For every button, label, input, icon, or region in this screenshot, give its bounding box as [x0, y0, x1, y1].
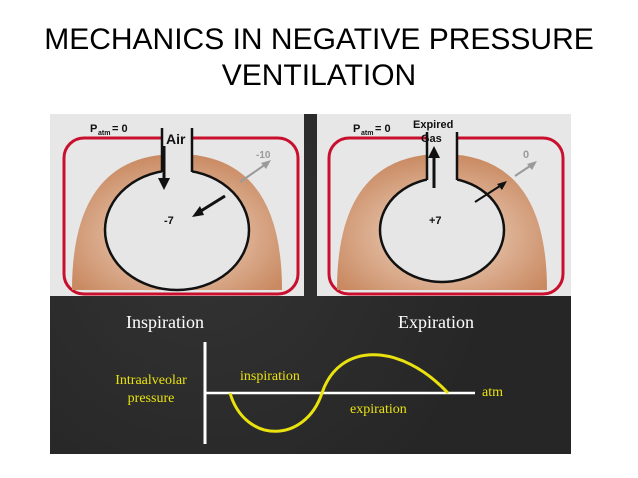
y-label-line-1: Intraalveolar — [115, 373, 187, 388]
patm-sub: atm — [361, 130, 373, 137]
alveolus — [378, 176, 506, 284]
pleural-pressure: -10 — [256, 150, 271, 161]
alveolar-pressure: -7 — [164, 215, 174, 227]
phase-label-expiration: expiration — [350, 402, 407, 417]
patm-value: = 0 — [375, 123, 391, 135]
expiration-diagram: P atm = 0 Expired Gas +7 0 — [317, 114, 571, 296]
air-label: Air — [166, 131, 186, 147]
patm-label: P — [90, 123, 97, 135]
alveolus — [103, 168, 251, 292]
slide-title: MECHANICS IN NEGATIVE PRESSURE VENTILATI… — [0, 22, 638, 94]
patm-sub: atm — [98, 130, 110, 137]
figure-panel: P atm = 0 Air -7 -10 — [50, 114, 571, 454]
inward-arrow-head — [192, 206, 204, 217]
airflow-arrow-head — [158, 178, 170, 190]
patm-label: P — [353, 123, 360, 135]
alveolar-pressure: +7 — [429, 215, 442, 227]
title-line-1: MECHANICS IN NEGATIVE PRESSURE — [44, 23, 594, 56]
inspiration-illustration: P atm = 0 Air -7 -10 — [62, 123, 300, 296]
expiration-illustration: P atm = 0 Expired Gas +7 0 — [327, 119, 565, 296]
phase-label-inspiration: inspiration — [240, 369, 300, 384]
patm-value: = 0 — [112, 123, 128, 135]
airway — [162, 128, 192, 180]
pleural-arrow-head — [527, 161, 537, 170]
gas-label: Gas — [421, 133, 442, 145]
caption-expiration: Expiration — [398, 312, 474, 332]
pressure-curve — [228, 353, 450, 433]
title-line-2: VENTILATION — [221, 59, 417, 92]
inspiration-diagram: P atm = 0 Air -7 -10 — [50, 114, 304, 296]
airflow-arrow-head — [428, 146, 440, 158]
expired-label: Expired — [413, 119, 453, 131]
pleural-arrow-head — [261, 160, 271, 169]
baseline-label-atm: atm — [482, 385, 503, 400]
pleural-pressure: 0 — [523, 149, 529, 161]
y-label-line-2: pressure — [127, 391, 175, 406]
caption-inspiration: Inspiration — [126, 312, 204, 332]
outward-arrow-head — [497, 181, 507, 190]
graph-y-label: Intraalveolar pressure — [106, 372, 196, 408]
